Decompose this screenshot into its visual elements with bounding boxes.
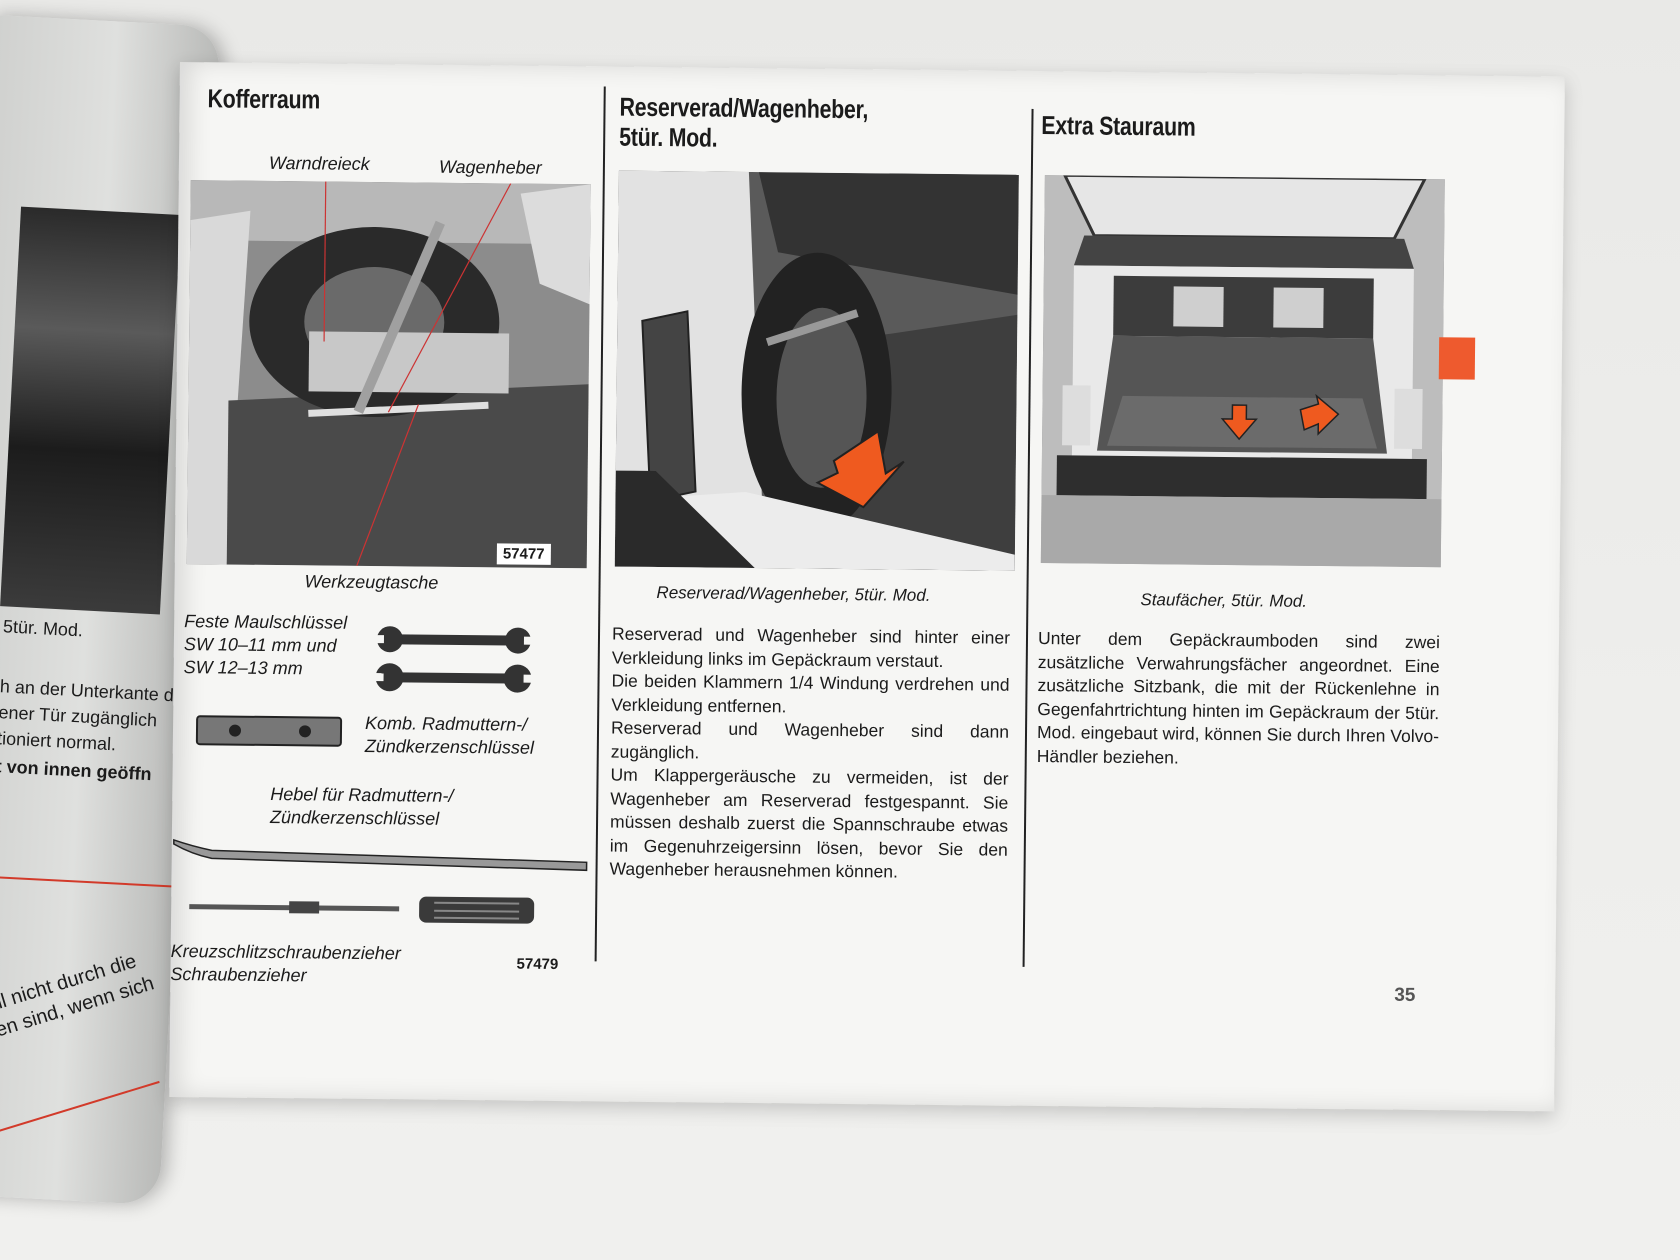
paragraph: Reserverad und Wagenheber sind dann zugä… — [610, 717, 1010, 762]
lever-bar-icon — [173, 838, 588, 872]
left-page-line: tioniert normal. — [0, 728, 117, 755]
caption-staufaecher: Staufächer, 5tür. Mod. — [1140, 590, 1308, 611]
left-page-line: ener Tür zugänglich — [0, 702, 158, 731]
callout-werkzeugtasche: Werkzeugtasche — [304, 571, 439, 593]
paragraph: Reserverad und Wagenheber sind hinter ei… — [611, 623, 1011, 671]
spare-wheel-illustration — [614, 170, 1019, 571]
trunk-photo — [186, 180, 591, 569]
section-title-reserverad-line1: Reserverad/Wagenheber, — [619, 91, 869, 125]
body-reserverad: Reserverad und Wagenheber sind hinter ei… — [609, 623, 1010, 886]
cargo-space-illustration — [1040, 175, 1445, 568]
photo-ref-number: 57477 — [496, 543, 551, 565]
paragraph: Um Klappergeräusche zu vermeiden, ist de… — [609, 764, 1009, 882]
cargo-space-photo — [1040, 175, 1445, 568]
box-spanner-icon — [195, 715, 343, 747]
manual-page: Kofferraum Warndreieck Wagenheber 57477 … — [169, 62, 1565, 1112]
callout-wagenheber: Wagenheber — [438, 156, 542, 178]
spare-wheel-photo — [614, 170, 1019, 571]
wrench-icon — [373, 626, 535, 693]
left-page-red-rule — [0, 1080, 160, 1142]
paragraph: Die beiden Klammern 1/4 Windung verdrehe… — [611, 670, 1010, 716]
section-title-extra-stauraum: Extra Stauraum — [1041, 110, 1196, 142]
left-page-line: h an der Unterkante de — [0, 676, 185, 706]
left-page-photo — [0, 206, 181, 615]
caption-reserverad: Reserverad/Wagenheber, 5tür. Mod. — [656, 583, 931, 605]
left-page-red-rule — [0, 875, 176, 888]
section-title-kofferraum: Kofferraum — [207, 83, 321, 115]
label-schraubenzieher: Kreuzschlitzschraubenzieher Schraubenzie… — [170, 940, 401, 986]
tools-ref-number: 57479 — [516, 955, 559, 974]
trunk-illustration — [186, 180, 591, 569]
label-maulschluessel: Feste Maulschlüssel SW 10–11 mm und SW 1… — [183, 611, 348, 679]
callout-warndreieck: Warndreieck — [268, 152, 370, 174]
screwdriver-icon — [189, 896, 535, 924]
left-page-line: t von innen geöffn — [0, 756, 153, 785]
column-divider — [594, 86, 606, 962]
section-title-reserverad-line2: 5tür. Mod. — [619, 121, 718, 153]
paragraph: Unter dem Gepäckraumboden sind zwei zusä… — [1036, 628, 1441, 767]
body-extra-stauraum: Unter dem Gepäckraumboden sind zwei zusä… — [1037, 627, 1440, 772]
page-number: 35 — [1394, 984, 1416, 1006]
left-page-caption: 5tür. Mod. — [2, 616, 84, 641]
thumb-index-tab — [1438, 337, 1476, 380]
label-hebel: Hebel für Radmuttern-/ Zündkerzenschlüss… — [269, 783, 454, 829]
column-divider — [1022, 108, 1034, 967]
label-radmuttern-schluessel: Komb. Radmuttern-/ Zündkerzenschlüssel — [364, 712, 535, 758]
